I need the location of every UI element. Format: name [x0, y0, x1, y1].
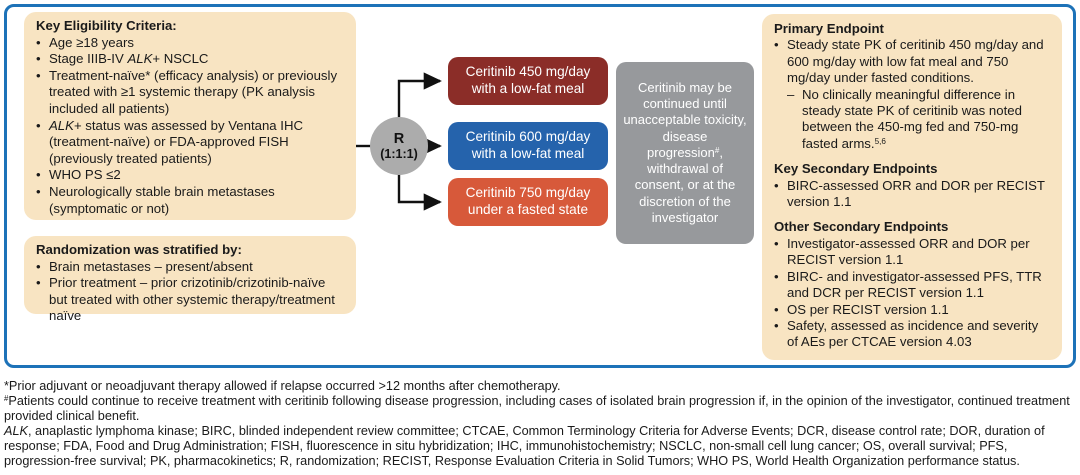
- key-secondary-title: Key Secondary Endpoints: [774, 161, 938, 177]
- arm-line2: under a fasted state: [467, 202, 589, 217]
- continuation-note-text: Ceritinib may be continued until unaccep…: [623, 80, 747, 225]
- key-secondary-item: BIRC-assessed ORR and DOR per RECIST ver…: [774, 178, 1052, 211]
- arm-box-ceritinib-750: Ceritinib 750 mg/day under a fasted stat…: [448, 178, 608, 226]
- other-secondary-item: Safety, assessed as incidence and severi…: [774, 318, 1052, 351]
- eligibility-title: Key Eligibility Criteria:: [36, 18, 177, 33]
- arm-line1: Ceritinib 450 mg/day: [465, 64, 591, 80]
- eligibility-item: Neurologically stable brain metastases (…: [36, 184, 346, 217]
- arm-line2: with a low-fat meal: [471, 81, 585, 96]
- eligibility-item: Age ≥18 years: [36, 35, 346, 52]
- eligibility-item: Stage IIIB-IV ALK+ NSCLC: [36, 51, 346, 68]
- endpoints-box: Primary Endpoint Steady state PK of ceri…: [762, 14, 1062, 360]
- stratification-box: Randomization was stratified by: Brain m…: [24, 236, 356, 323]
- other-secondary-item: Investigator-assessed ORR and DOR per RE…: [774, 236, 1052, 269]
- primary-endpoint-item: Steady state PK of ceritinib 450 mg/day …: [774, 37, 1052, 86]
- eligibility-item: ALK+ status was assessed by Ventana IHC …: [36, 118, 346, 168]
- randomization-circle: R (1:1:1): [370, 117, 428, 175]
- footnotes: *Prior adjuvant or neoadjuvant therapy a…: [4, 379, 1076, 468]
- eligibility-box: Key Eligibility Criteria: Age ≥18 years …: [24, 12, 356, 220]
- primary-endpoint-subitem: No clinically meaningful difference in s…: [787, 87, 1052, 153]
- other-secondary-title: Other Secondary Endpoints: [774, 219, 949, 235]
- eligibility-item: Treatment-naïve* (efficacy analysis) or …: [36, 68, 346, 118]
- randomization-label: R: [393, 130, 405, 147]
- stratification-title: Randomization was stratified by:: [36, 242, 242, 257]
- primary-endpoint-title: Primary Endpoint: [774, 21, 884, 36]
- arm-line1: Ceritinib 600 mg/day: [465, 129, 591, 145]
- eligibility-item: WHO PS ≤2: [36, 167, 346, 184]
- arm-line2: with a low-fat meal: [471, 146, 585, 161]
- footnote-hash: #Patients could continue to receive trea…: [4, 393, 1070, 423]
- other-secondary-item: OS per RECIST version 1.1: [774, 302, 1052, 318]
- stratification-item: Prior treatment – prior crizotinib/crizo…: [36, 275, 346, 325]
- stratification-item: Brain metastases – present/absent: [36, 259, 346, 276]
- footnote-asterisk: *Prior adjuvant or neoadjuvant therapy a…: [4, 379, 561, 393]
- arm-box-ceritinib-450: Ceritinib 450 mg/day with a low-fat meal: [448, 57, 608, 105]
- other-secondary-item: BIRC- and investigator-assessed PFS, TTR…: [774, 269, 1052, 302]
- footnote-abbreviations: ALK, anaplastic lymphoma kinase; BIRC, b…: [4, 423, 1045, 468]
- arm-line1: Ceritinib 750 mg/day: [465, 185, 591, 201]
- arm-box-ceritinib-600: Ceritinib 600 mg/day with a low-fat meal: [448, 122, 608, 170]
- randomization-ratio: (1:1:1): [380, 146, 418, 161]
- continuation-note-box: Ceritinib may be continued until unaccep…: [616, 62, 754, 244]
